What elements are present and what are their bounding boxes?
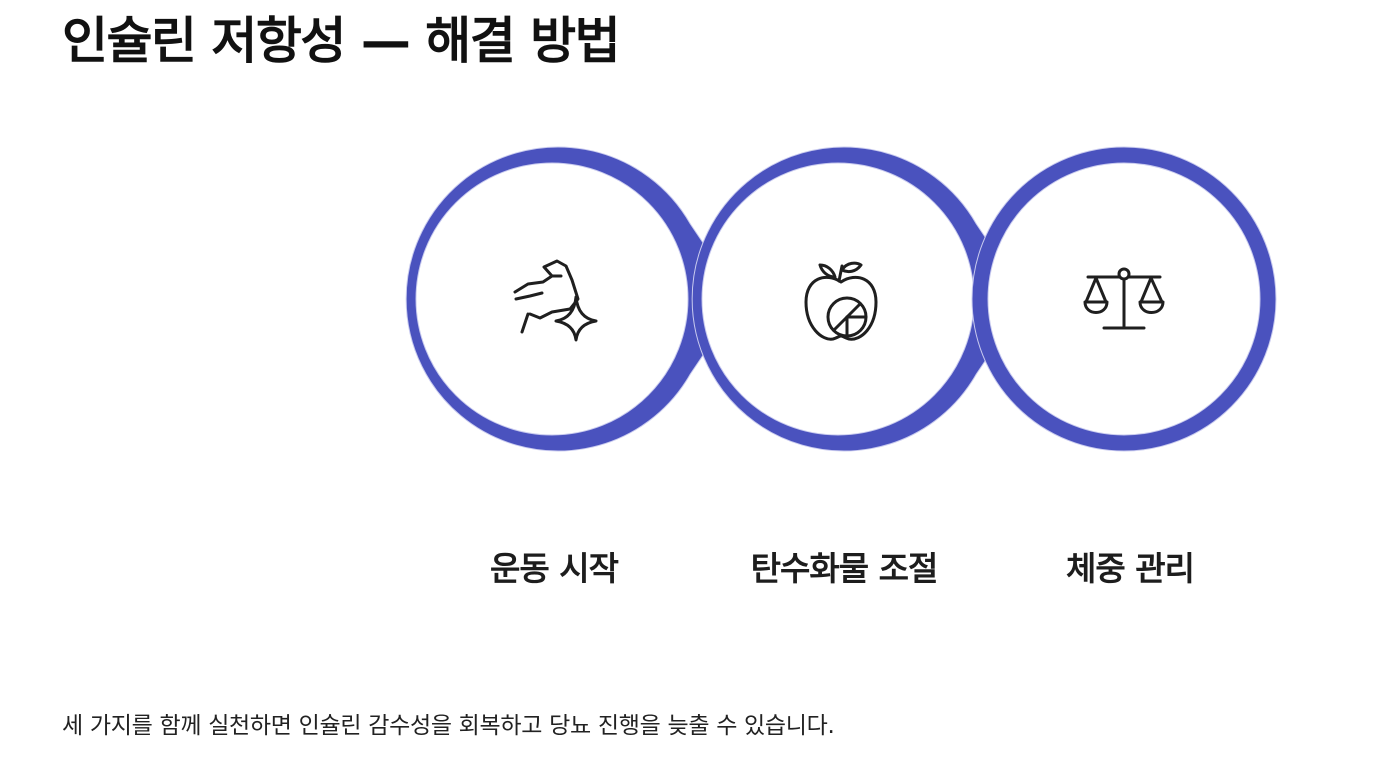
flexed-arm-icon: [513, 259, 598, 342]
step-ring-1: [405, 146, 742, 452]
page-title: 인슐린 저항성 — 해결 방법: [62, 12, 621, 70]
step-label-weight: 체중 관리: [1066, 549, 1195, 588]
balance-scale-icon: [1083, 267, 1165, 330]
summary-text: 세 가지를 함께 실천하면 인슐린 감수성을 회복하고 당뇨 진행을 늦출 수 …: [62, 713, 835, 739]
step-label-exercise: 운동 시작: [490, 549, 619, 588]
step-ring-2: [691, 146, 1028, 452]
step-label-carbs: 탄수화물 조절: [750, 549, 939, 588]
apple-icon: [804, 261, 878, 341]
